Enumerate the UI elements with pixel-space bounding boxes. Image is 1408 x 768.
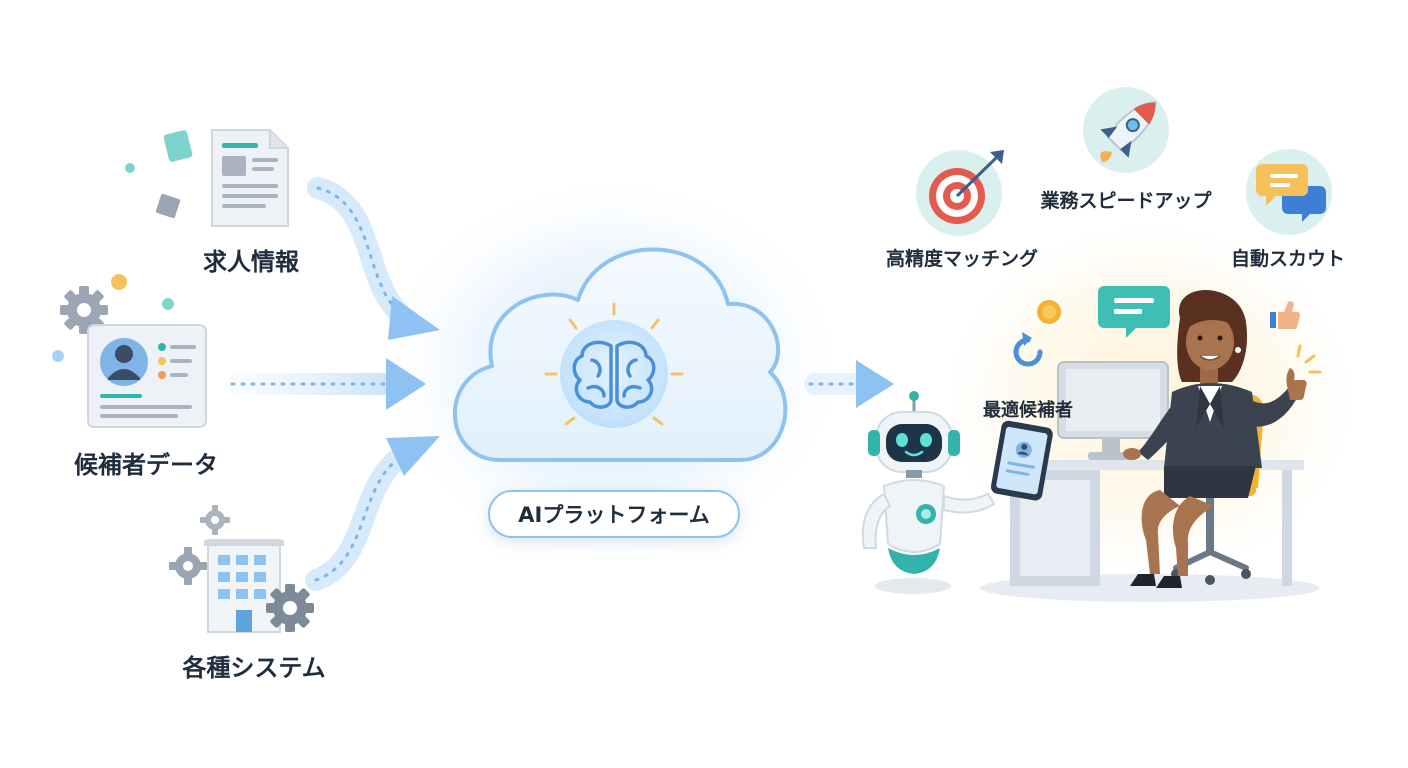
recruiter-woman: [1123, 289, 1307, 588]
brain-icon: [544, 302, 684, 428]
job-document-icon: [125, 129, 289, 227]
message-bubble-icon: [1098, 286, 1170, 338]
coin-icon: [1037, 300, 1061, 324]
result-label: 最適候補者: [983, 400, 1073, 421]
arrow-systems-to-platform: [305, 436, 440, 591]
platform-label: AIプラットフォーム: [518, 503, 710, 527]
computer-monitor: [1057, 361, 1169, 460]
platform-label-pill: AIプラットフォーム: [488, 490, 740, 538]
ai-robot: [861, 391, 996, 574]
robot-shadow: [875, 578, 951, 594]
benefit-label-matching: 高精度マッチング: [885, 248, 1039, 270]
arrow-platform-to-result: [804, 360, 894, 408]
systems-building-icon: [169, 505, 314, 633]
arrow-candidate-to-platform: [228, 358, 426, 410]
thumbs-up-icon: [1270, 301, 1301, 330]
chat-bubbles-icon: [1246, 149, 1332, 235]
input-label-candidate-data: 候補者データ: [74, 451, 218, 479]
input-label-job-info: 求人情報: [203, 248, 299, 276]
arrow-job-to-platform: [307, 177, 440, 340]
rocket-icon: [1083, 87, 1169, 173]
benefit-label-scout: 自動スカウト: [1230, 248, 1346, 270]
candidate-card-icon: [52, 274, 207, 428]
benefit-label-speedup: 業務スピードアップ: [1040, 190, 1212, 212]
sparkle-lines: [1296, 344, 1322, 374]
target-icon: [916, 150, 1004, 236]
candidate-tablet: [990, 420, 1053, 501]
input-label-systems: 各種システム: [182, 654, 326, 682]
refresh-icon: [1013, 332, 1043, 367]
